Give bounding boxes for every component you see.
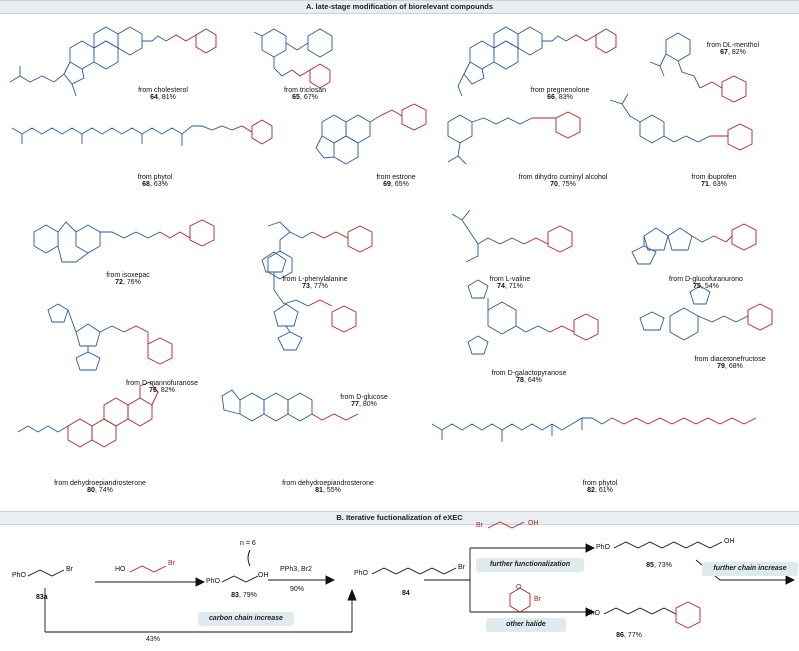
step2-reagent: PPh3, Br2 bbox=[280, 566, 312, 573]
prod-pho: PhO bbox=[354, 570, 369, 577]
reagent3-br: Br bbox=[534, 596, 541, 603]
p86-caption: 86, 77% bbox=[616, 632, 642, 639]
n-label: n = 6 bbox=[240, 540, 256, 547]
structure-73 bbox=[267, 221, 313, 280]
structure-79 bbox=[639, 285, 749, 341]
int-oh: OH bbox=[258, 572, 269, 579]
structure-66 bbox=[457, 26, 567, 97]
structure-70 bbox=[447, 114, 533, 165]
p85-oh: OH bbox=[724, 538, 735, 545]
p85-caption: 85, 73% bbox=[646, 562, 672, 569]
direct-yield: 43% bbox=[146, 636, 161, 643]
structure-76 bbox=[47, 303, 125, 371]
start-id: 83a bbox=[36, 594, 48, 601]
p86-pho: PhO bbox=[586, 610, 601, 617]
structure-71 bbox=[609, 93, 711, 144]
structure-82 bbox=[431, 417, 613, 442]
start-pho: PhO bbox=[12, 572, 27, 579]
reagent1-br: Br bbox=[168, 560, 175, 567]
structure-78 bbox=[467, 279, 551, 355]
scheme-b bbox=[27, 521, 796, 633]
reagent1-ho: HO bbox=[115, 566, 126, 573]
reagent2-oh: OH bbox=[528, 520, 539, 527]
section-b-banner: B. Iterative fuctionalization of eXEC bbox=[0, 511, 799, 525]
structure-74 bbox=[451, 209, 525, 263]
structure-69 bbox=[315, 114, 381, 165]
structure-65 bbox=[253, 28, 333, 77]
pill-other-halide: other halide bbox=[486, 618, 566, 632]
structure-80 bbox=[17, 425, 69, 433]
int-caption: 83, 79% bbox=[231, 592, 257, 599]
pill-further-chain: further chain increase bbox=[702, 562, 798, 576]
pill-further-functionalization: further functionalization bbox=[476, 558, 584, 572]
structure-64 bbox=[9, 26, 167, 97]
structure-72 bbox=[33, 221, 161, 263]
start-br: Br bbox=[66, 566, 73, 573]
prod-br: Br bbox=[458, 564, 465, 571]
structure-67 bbox=[649, 32, 701, 89]
structure-68 bbox=[11, 125, 233, 146]
structure-81 bbox=[221, 389, 313, 422]
int-pho: PhO bbox=[206, 578, 221, 585]
prod-id: 84 bbox=[402, 590, 410, 597]
reagent3-o: O bbox=[516, 584, 522, 591]
section-a-banner: A. late-stage modification of biorelevan… bbox=[0, 0, 799, 14]
reagent2-br: Br bbox=[476, 522, 483, 529]
structure-75 bbox=[631, 227, 715, 265]
pill-carbon-chain: carbon chain increase bbox=[198, 612, 294, 626]
step2-yield: 90% bbox=[290, 586, 305, 593]
structure-77 bbox=[261, 251, 309, 351]
p85-pho: PhO bbox=[596, 544, 611, 551]
